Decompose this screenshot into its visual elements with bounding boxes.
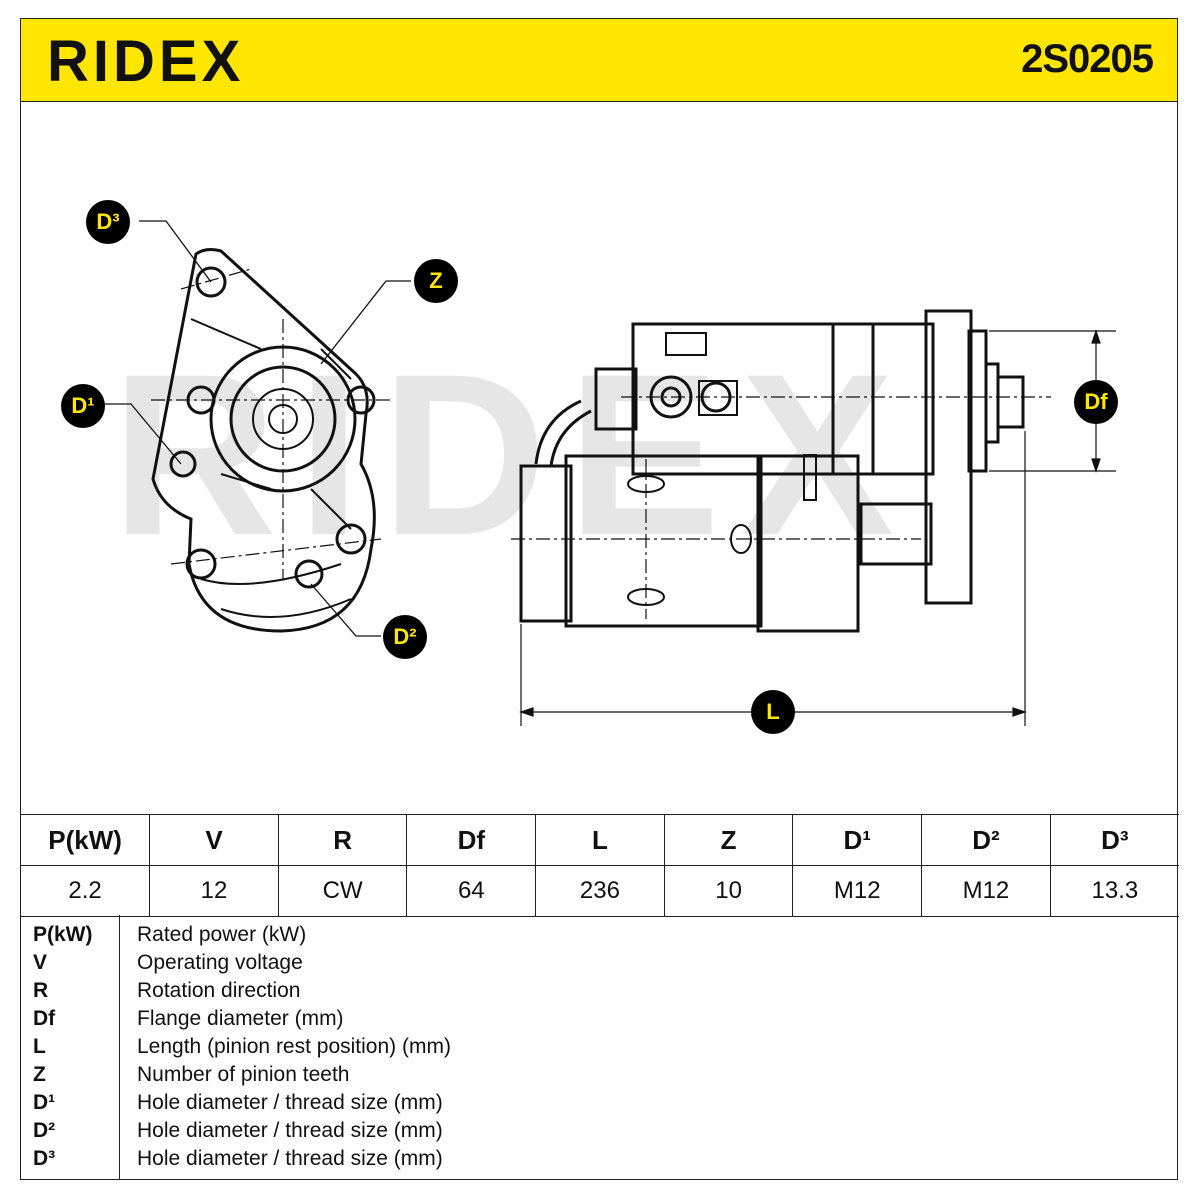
dimension-lines [519, 329, 1116, 726]
side-view-centerlines [511, 396, 1051, 619]
spec-header-cell: Df [406, 814, 537, 866]
legend-key: R [33, 979, 49, 1002]
side-view [519, 309, 1025, 633]
technical-drawing: RIDEX [105, 220, 1116, 726]
front-view-centerlines [151, 268, 391, 579]
legend-desc: Operating voltage [137, 951, 303, 974]
legend-row: D¹ Hole diameter / thread size (mm) [21, 1089, 1179, 1117]
callout-l: L [751, 690, 795, 734]
callout-d2: D² [383, 615, 427, 659]
datasheet: RIDEX [20, 18, 1179, 1180]
legend-desc: Hole diameter / thread size (mm) [137, 1147, 443, 1170]
legend-key: D³ [33, 1147, 56, 1170]
spec-value-cell: M12 [792, 865, 923, 917]
callout-df: Df [1074, 380, 1118, 424]
legend-key: Z [33, 1063, 46, 1086]
brand-logo: RIDEX [47, 29, 244, 94]
legend-row: Df Flange diameter (mm) [21, 1005, 1179, 1033]
legend-desc: Length (pinion rest position) (mm) [137, 1035, 451, 1058]
legend-row: V Operating voltage [21, 949, 1179, 977]
callout-leaders [105, 220, 411, 637]
spec-header-cell: Z [663, 814, 794, 866]
callout-z: Z [414, 259, 458, 303]
legend-desc: Hole diameter / thread size (mm) [137, 1119, 443, 1142]
spec-value-cell: M12 [921, 865, 1051, 917]
spec-header-cell: D³ [1049, 814, 1179, 866]
spec-value-row: 2.2 12 CW 64 236 10 M12 M12 13.3 [21, 865, 1179, 917]
legend-key: P(kW) [33, 923, 93, 946]
legend-row: P(kW) Rated power (kW) [21, 921, 1179, 949]
legend-row: L Length (pinion rest position) (mm) [21, 1033, 1179, 1061]
spec-header-cell: R [277, 814, 408, 866]
spec-value-cell: 2.2 [21, 865, 151, 917]
legend-row: Z Number of pinion teeth [21, 1061, 1179, 1089]
spec-value-cell: 236 [535, 865, 665, 917]
legend-desc: Number of pinion teeth [137, 1063, 350, 1086]
legend-key: V [33, 951, 48, 974]
spec-value-cell: 64 [406, 865, 537, 917]
legend-divider [119, 915, 120, 1179]
legend-row: D³ Hole diameter / thread size (mm) [21, 1145, 1179, 1173]
front-view [151, 248, 376, 633]
legend-key: D¹ [33, 1091, 56, 1114]
legend: P(kW) Rated power (kW) V Operating volta… [21, 915, 1179, 1179]
legend-row: D² Hole diameter / thread size (mm) [21, 1117, 1179, 1145]
legend-row: R Rotation direction [21, 977, 1179, 1005]
spec-value-cell: 13.3 [1049, 865, 1179, 917]
spec-header-row: P(kW) V R Df L Z D¹ D² D³ [21, 814, 1179, 866]
spec-value-cell: 10 [663, 865, 794, 917]
brand-wordmark: RIDEX [47, 29, 244, 94]
header-band: RIDEX 2S0205 [21, 19, 1177, 102]
legend-key: Df [33, 1007, 56, 1030]
legend-desc: Rated power (kW) [137, 923, 307, 946]
spec-value-cell: 12 [149, 865, 279, 917]
part-number: 2S0205 [1021, 37, 1154, 81]
legend-desc: Rotation direction [137, 979, 301, 1002]
spec-header-cell: D² [921, 814, 1051, 866]
legend-key: D² [33, 1119, 56, 1142]
legend-desc: Flange diameter (mm) [137, 1007, 344, 1030]
spec-header-cell: D¹ [792, 814, 923, 866]
spec-header-cell: V [149, 814, 279, 866]
legend-key: L [33, 1035, 46, 1058]
legend-desc: Hole diameter / thread size (mm) [137, 1091, 443, 1114]
spec-value-cell: CW [277, 865, 408, 917]
spec-header-cell: P(kW) [21, 814, 151, 866]
spec-header-cell: L [535, 814, 665, 866]
callout-d1: D¹ [61, 384, 105, 428]
callout-d3: D³ [86, 200, 130, 244]
spec-table: P(kW) V R Df L Z D¹ D² D³ 2.2 12 CW 64 2… [21, 814, 1179, 917]
